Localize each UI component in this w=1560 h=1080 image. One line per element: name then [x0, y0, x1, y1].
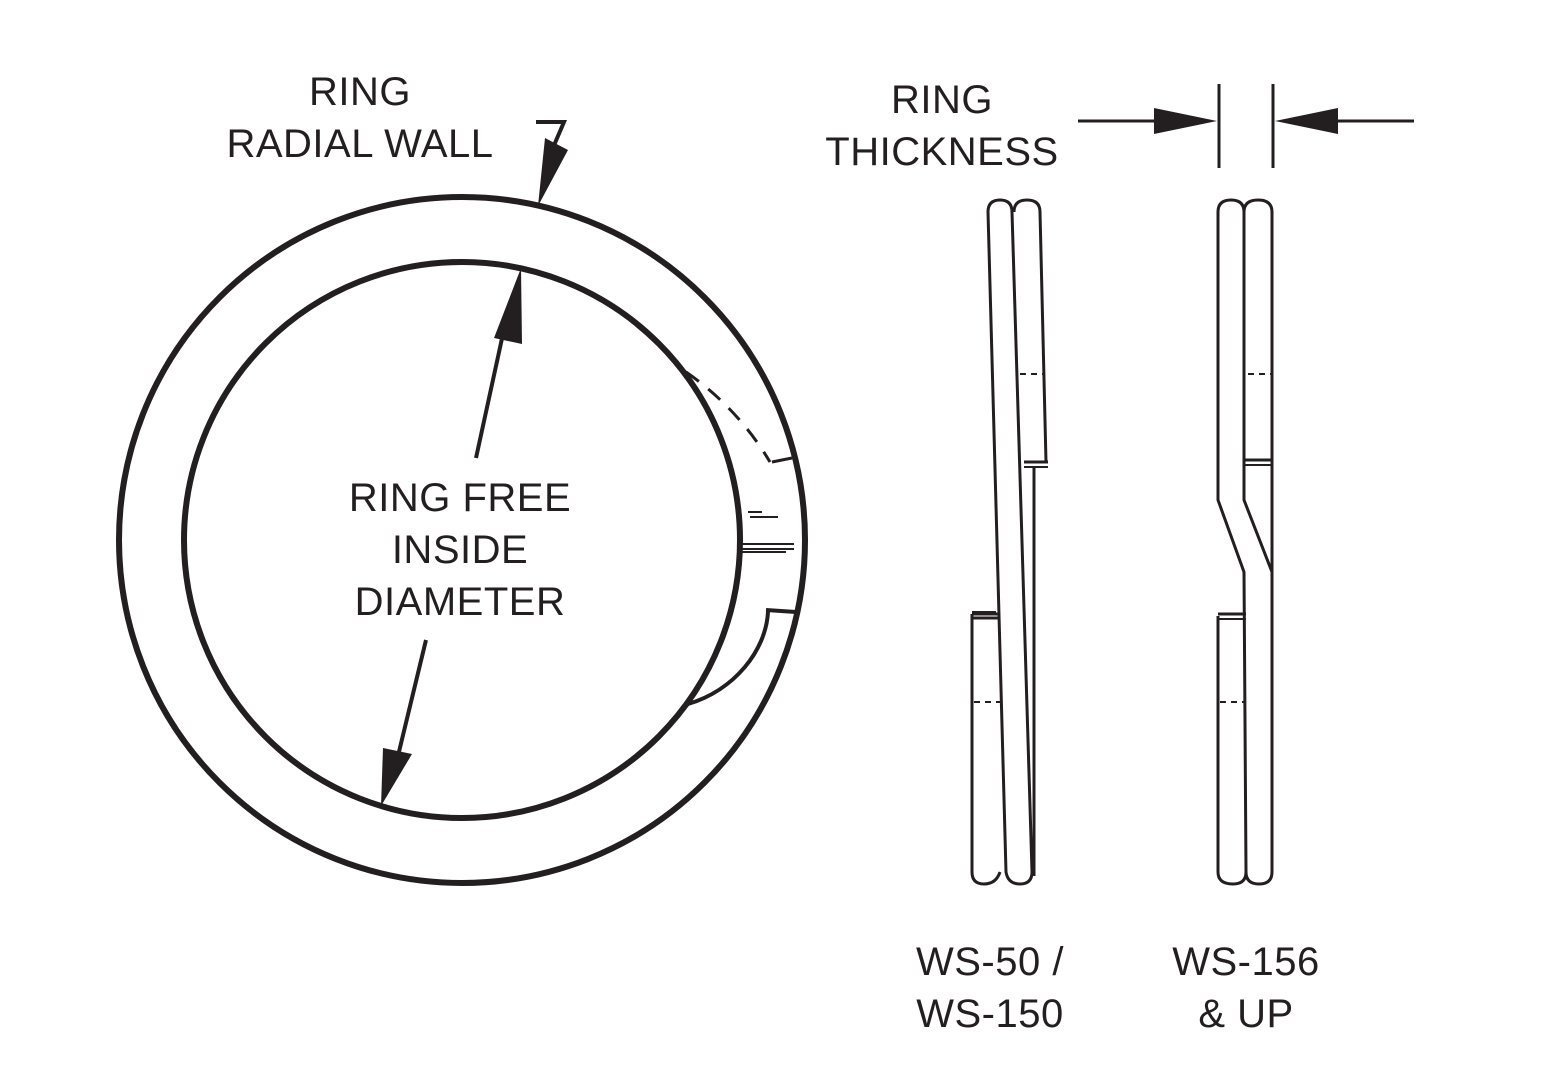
- thickness-dimension: [1078, 84, 1414, 168]
- ring-outer-edge: [116, 194, 808, 886]
- ring-front-view: [116, 194, 808, 886]
- label-thickness: RING THICKNESS: [812, 74, 1072, 178]
- diameter-arrow-lower-shaft: [395, 639, 428, 761]
- label-variant-ws156-line2: & UP: [1198, 992, 1294, 1036]
- thickness-arrow-left-head: [1154, 108, 1217, 134]
- thickness-arrow-right-head: [1275, 108, 1338, 134]
- label-variant-ws50-line1: WS-50 /: [916, 940, 1064, 984]
- ws156-left-turn: [1216, 212, 1248, 886]
- ws156-right-turn: [1242, 198, 1274, 572]
- inside-diameter-dimension: [381, 268, 522, 806]
- label-inside-diameter-line3: DIAMETER: [354, 580, 566, 624]
- label-inside-diameter: RING FREE INSIDE DIAMETER: [320, 472, 600, 628]
- label-variant-ws50-line2: WS-150: [916, 992, 1064, 1036]
- diameter-arrow-lower-head: [381, 748, 412, 806]
- ws50-left-lower: [970, 612, 1002, 886]
- label-radial-wall: RING RADIAL WALL: [200, 66, 520, 170]
- label-radial-wall-line1: RING: [309, 70, 411, 114]
- label-thickness-line2: THICKNESS: [825, 130, 1059, 174]
- diameter-arrow-upper-shaft: [474, 319, 508, 459]
- ring-inner-edge: [181, 259, 743, 821]
- label-inside-diameter-line2: INSIDE: [391, 528, 529, 572]
- ws50-left-turn: [986, 198, 1034, 886]
- ws50-right-turn-upper: [1012, 198, 1048, 464]
- label-variant-ws156-line1: WS-156: [1172, 940, 1320, 984]
- label-variant-ws50: WS-50 / WS-150: [880, 936, 1100, 1040]
- hidden-turn-dashed-arc: [685, 370, 772, 463]
- label-thickness-line1: RING: [891, 78, 993, 122]
- side-view-ws156: [1216, 198, 1274, 886]
- ring-end-curve: [687, 611, 770, 706]
- label-inside-diameter-line1: RING FREE: [348, 476, 572, 520]
- ws156-left-edge: [1216, 198, 1274, 886]
- overlap-hatch-marks: [742, 511, 794, 553]
- diameter-arrow-upper-head: [494, 268, 522, 344]
- ring-end-edge: [765, 608, 797, 614]
- label-radial-wall-line2: RADIAL WALL: [226, 122, 494, 166]
- radial-wall-leader: [536, 120, 568, 206]
- hidden-turn-tick: [771, 456, 793, 464]
- label-variant-ws156: WS-156 & UP: [1136, 936, 1356, 1040]
- side-view-ws50: [970, 198, 1048, 886]
